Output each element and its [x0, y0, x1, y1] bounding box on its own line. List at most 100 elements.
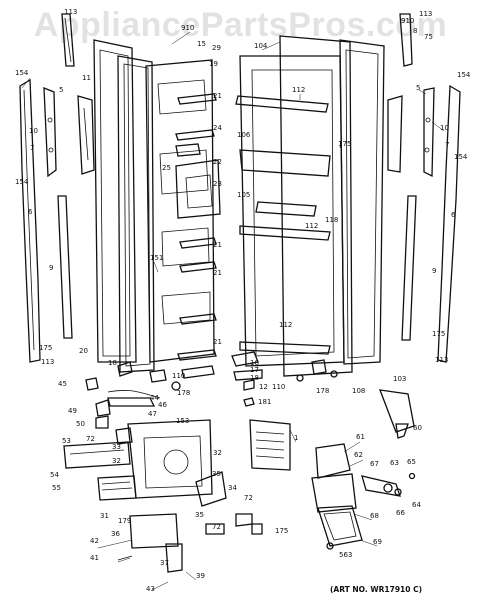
callout-7: 7 [445, 141, 449, 149]
callout-34: 34 [228, 484, 237, 492]
callout-110: 110 [172, 372, 185, 380]
callout-113: 113 [64, 8, 77, 16]
callout-66: 66 [396, 509, 405, 517]
callout-33: 33 [112, 443, 121, 451]
callout-8: 8 [413, 27, 417, 35]
callout-11: 11 [82, 74, 91, 82]
callout-12: 12 [259, 383, 268, 391]
right-door-liner-frame [279, 35, 353, 377]
callout-69: 69 [373, 538, 382, 546]
callout-113: 113 [435, 356, 448, 364]
callout-32: 32 [213, 449, 222, 457]
callout-24: 24 [213, 124, 222, 132]
left-bottom-hinge-parts [85, 361, 215, 391]
callout-103: 103 [393, 375, 406, 383]
callout-16: 16 [250, 359, 259, 367]
right-door-inner-liner [239, 55, 345, 367]
dispenser-front-panel [63, 441, 131, 469]
callout-53: 53 [62, 437, 71, 445]
right-door-gasket [437, 84, 461, 363]
callout-72: 72 [244, 494, 253, 502]
callout-178: 178 [177, 389, 190, 397]
callout-19: 19 [209, 60, 218, 68]
callout-60: 60 [413, 424, 422, 432]
callout-75: 75 [424, 33, 433, 41]
callout-154: 154 [15, 69, 29, 77]
feeler-arm-part-25 [175, 143, 201, 157]
callout-108: 108 [352, 387, 365, 395]
callout-36: 36 [111, 530, 120, 538]
dispenser-bracket [117, 513, 183, 573]
callout-154: 154 [15, 178, 29, 186]
callout-41: 41 [90, 554, 99, 562]
callout-45: 45 [58, 380, 67, 388]
left-door-shelves [175, 93, 217, 361]
callout-64: 64 [412, 501, 421, 509]
callout-112: 112 [305, 222, 318, 230]
right-door-outer-panel [339, 39, 385, 365]
callout-20: 20 [79, 347, 88, 355]
callout-151: 151 [150, 254, 163, 262]
callout-9: 9 [432, 267, 436, 275]
callout-5: 5 [59, 86, 63, 94]
callout-68: 68 [370, 512, 379, 520]
callout-154: 154 [457, 71, 471, 79]
auger-motor-bracket [378, 389, 415, 439]
right-door-shelves [235, 95, 331, 355]
callout-910: 910 [401, 17, 414, 25]
callout-175: 175 [338, 140, 351, 148]
callout-113: 113 [41, 358, 54, 366]
callout-72: 72 [86, 435, 95, 443]
callout-563: 563 [339, 551, 352, 559]
instruction-label [249, 419, 291, 471]
drip-tray [97, 475, 137, 501]
right-handle [387, 95, 403, 173]
dispenser-wiring [95, 390, 161, 429]
right-handle-trim [423, 87, 435, 178]
callout-178: 178 [316, 387, 329, 395]
callout-55: 55 [52, 484, 61, 492]
callout-62: 62 [354, 451, 363, 459]
callout-47: 47 [148, 410, 157, 418]
callout-118: 118 [325, 216, 338, 224]
callout-39: 39 [196, 572, 205, 580]
left-door-liner-frame [117, 55, 155, 373]
callout-21: 21 [213, 92, 222, 100]
left-door-inner-liner [145, 59, 215, 363]
callout-113: 113 [419, 10, 432, 18]
auger-motor-assembly [311, 443, 401, 547]
callout-42: 42 [90, 537, 99, 545]
callout-7: 7 [30, 144, 34, 152]
callout-6: 6 [28, 208, 33, 216]
callout-10: 10 [29, 127, 38, 135]
callout-21: 21 [213, 269, 222, 277]
dispenser-housing [115, 419, 213, 499]
left-outer-strip [61, 13, 75, 67]
right-breaker-strip [401, 195, 417, 341]
callout-9: 9 [49, 264, 53, 272]
cam-switch-parts [205, 513, 263, 535]
dispenser-actuator [195, 471, 227, 507]
callout-175: 175 [275, 527, 288, 535]
callout-15: 15 [197, 40, 206, 48]
art-number: (ART NO. WR17910 C) [330, 585, 422, 594]
callout-49: 49 [68, 407, 77, 415]
callout-61: 61 [356, 433, 365, 441]
callout-175: 175 [432, 330, 445, 338]
callout-21: 21 [213, 338, 222, 346]
left-handle-trim [43, 87, 57, 178]
callout-110: 110 [272, 383, 285, 391]
callout-179: 179 [118, 517, 131, 525]
callout-112: 112 [292, 86, 305, 94]
leader-lines [21, 31, 445, 591]
callout-1: 1 [294, 434, 298, 442]
right-bottom-hinge-parts [231, 351, 338, 391]
callout-44: 44 [150, 394, 159, 402]
ice-dispenser-module [175, 159, 221, 219]
callout-67: 67 [370, 460, 379, 468]
callout-31: 31 [100, 512, 109, 520]
callout-154: 154 [454, 153, 468, 161]
callout-23: 23 [213, 180, 222, 188]
callout-72: 72 [212, 523, 221, 531]
callout-18: 18 [250, 374, 259, 382]
